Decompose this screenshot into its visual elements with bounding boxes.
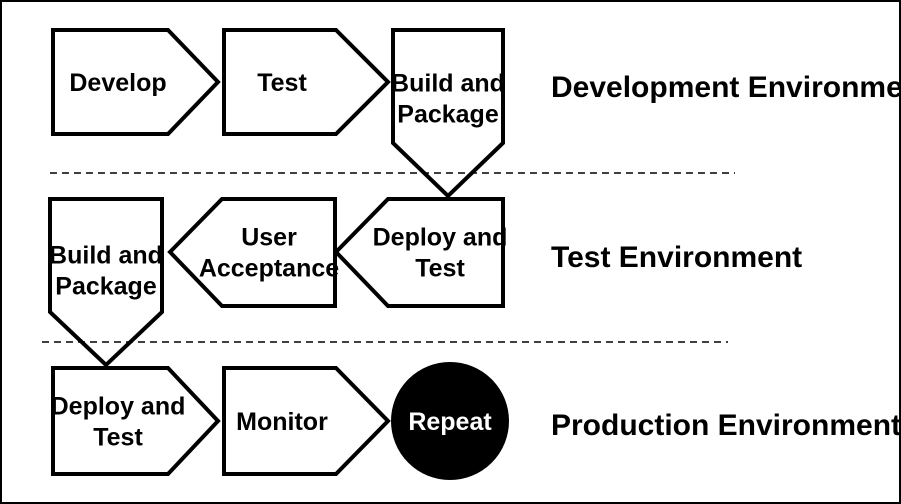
deploy-test-test-step-shape xyxy=(333,197,505,308)
test-environment-label: Test Environment xyxy=(551,241,802,274)
build-package-test-step-shape xyxy=(48,197,164,368)
repeat-step-circle xyxy=(391,362,509,480)
build-package-dev-step-shape xyxy=(391,28,505,199)
build-package-test-label-line: Package xyxy=(55,273,157,301)
build-package-dev-label-line: Package xyxy=(397,101,499,129)
build-package-dev-label-line: Build and xyxy=(391,70,505,98)
repeat-step-label: Repeat xyxy=(408,408,492,436)
user-acceptance-label-line: User xyxy=(241,224,297,252)
develop-step-shape xyxy=(51,28,221,136)
development-environment-label: Development Environment xyxy=(551,71,901,104)
test-label-line: Test xyxy=(257,69,307,97)
monitor-label-line: Monitor xyxy=(236,408,328,436)
monitor-step-shape xyxy=(222,366,391,476)
deploy-test-test-label-line: Deploy and xyxy=(373,224,508,252)
deploy-test-prod-step-shape xyxy=(51,366,221,476)
build-package-test-label-line: Build and xyxy=(49,242,163,270)
user-acceptance-step-shape xyxy=(167,197,337,308)
monitor-step-label: Monitor xyxy=(236,408,328,436)
develop-label-line: Develop xyxy=(69,69,166,97)
deploy-test-prod-label-line: Deploy and xyxy=(51,393,186,421)
test-step-label: Test xyxy=(257,69,307,97)
repeat-label-line: Repeat xyxy=(408,408,492,436)
test-step-shape xyxy=(222,28,391,136)
develop-step-label: Develop xyxy=(69,69,166,97)
deploy-test-test-label-line: Test xyxy=(415,255,465,283)
production-environment-label: Production Environment xyxy=(551,409,901,442)
user-acceptance-label-line: Acceptance xyxy=(199,255,339,283)
deploy-test-prod-label-line: Test xyxy=(93,424,143,452)
